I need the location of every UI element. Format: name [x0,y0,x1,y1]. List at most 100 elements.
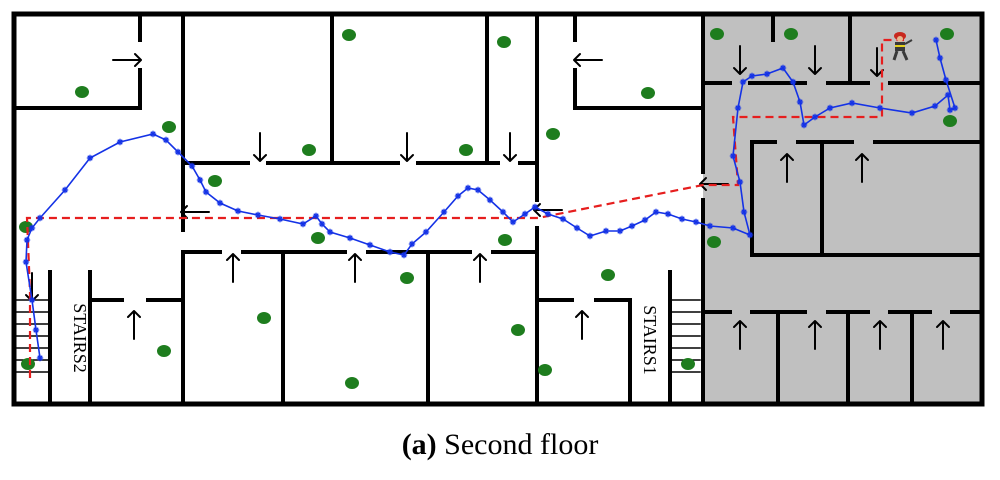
beacon-dot [498,234,512,246]
path-marker [386,248,394,256]
path-marker [932,36,940,44]
path-marker [736,178,744,186]
path-marker [586,232,594,240]
beacon-dot [19,221,33,233]
beacon-dot [784,28,798,40]
beacon-dot [707,236,721,248]
path-marker [951,104,959,112]
path-marker [326,228,334,236]
beacon-dot [257,312,271,324]
beacon-dot [546,128,560,140]
arrow-icon [180,205,210,219]
path-marker [800,121,808,129]
path-marker [706,222,714,230]
path-marker [61,186,69,194]
shaded-zone [703,14,982,402]
path-marker [234,207,242,215]
path-marker [641,216,649,224]
path-marker [763,70,771,78]
path-marker [729,152,737,160]
path-marker [848,99,856,107]
path-marker [531,203,539,211]
beacon-dot [157,345,171,357]
path-marker [202,188,210,196]
path-marker [944,91,952,99]
path-marker [628,222,636,230]
beacon-dot [21,358,35,370]
arrow-icon [253,132,267,162]
beacon-dot [511,324,525,336]
path-marker [196,176,204,184]
path-marker [486,196,494,204]
path-marker [23,236,31,244]
beacon-dot [538,364,552,376]
path-marker [149,130,157,138]
beacon-dot [75,86,89,98]
walls [11,11,985,407]
caption-text: Second floor [444,428,599,461]
arrow-icon [808,45,822,75]
path-marker [734,104,742,112]
path-marker [299,220,307,228]
path-marker [942,76,950,84]
arrow-icon [808,320,822,350]
path-marker [664,210,672,218]
path-marker [254,211,262,219]
path-marker [408,240,416,248]
beacon-dot [311,232,325,244]
stairs1-label: STAIRS1 [640,305,660,375]
path-marker [312,212,320,220]
beacon-dot [681,358,695,370]
beacon-dot [342,29,356,41]
path-marker [908,109,916,117]
path-marker [692,218,700,226]
path-marker [174,148,182,156]
beacon-dot [208,175,222,187]
path-marker [811,113,819,121]
path-marker [602,227,610,235]
path-marker [789,78,797,86]
path-marker [28,224,36,232]
path-marker [422,228,430,236]
path-marker [162,136,170,144]
path-marker [454,192,462,200]
path-marker [652,208,660,216]
beacon-dot [943,115,957,127]
path-marker [346,234,354,242]
path-marker [678,215,686,223]
arrow-icon [400,132,414,162]
path-marker [116,138,124,146]
arrow-icon [127,310,141,340]
arrow-icon [533,203,563,217]
path-marker [36,214,44,222]
path-marker [276,215,284,223]
path-marker [559,215,567,223]
path-marker [188,162,196,170]
stairs2-label: STAIRS2 [70,303,90,373]
path-marker [86,154,94,162]
path-marker [216,199,224,207]
path-marker [779,64,787,72]
firefighter-icon [892,32,913,61]
arrow-icon [855,153,869,183]
estimated-path-markers [22,36,959,362]
floor-plan: STAIRS2 STAIRS1 [11,11,985,407]
beacon-dot [641,87,655,99]
path-marker [509,218,517,226]
beacon-dot [345,377,359,389]
reference-path [25,38,904,378]
arrow-icon [780,153,794,183]
arrow-icon [936,320,950,350]
path-marker [521,210,529,218]
path-marker [746,231,754,239]
arrow-icon [348,253,362,283]
path-marker [474,186,482,194]
path-marker [739,78,747,86]
path-marker [22,258,30,266]
arrow-icon [503,132,517,162]
beacon-dot [497,36,511,48]
beacon-dot [459,144,473,156]
path-marker [366,241,374,249]
arrow-icon [873,320,887,350]
arrow-icon [112,53,142,67]
